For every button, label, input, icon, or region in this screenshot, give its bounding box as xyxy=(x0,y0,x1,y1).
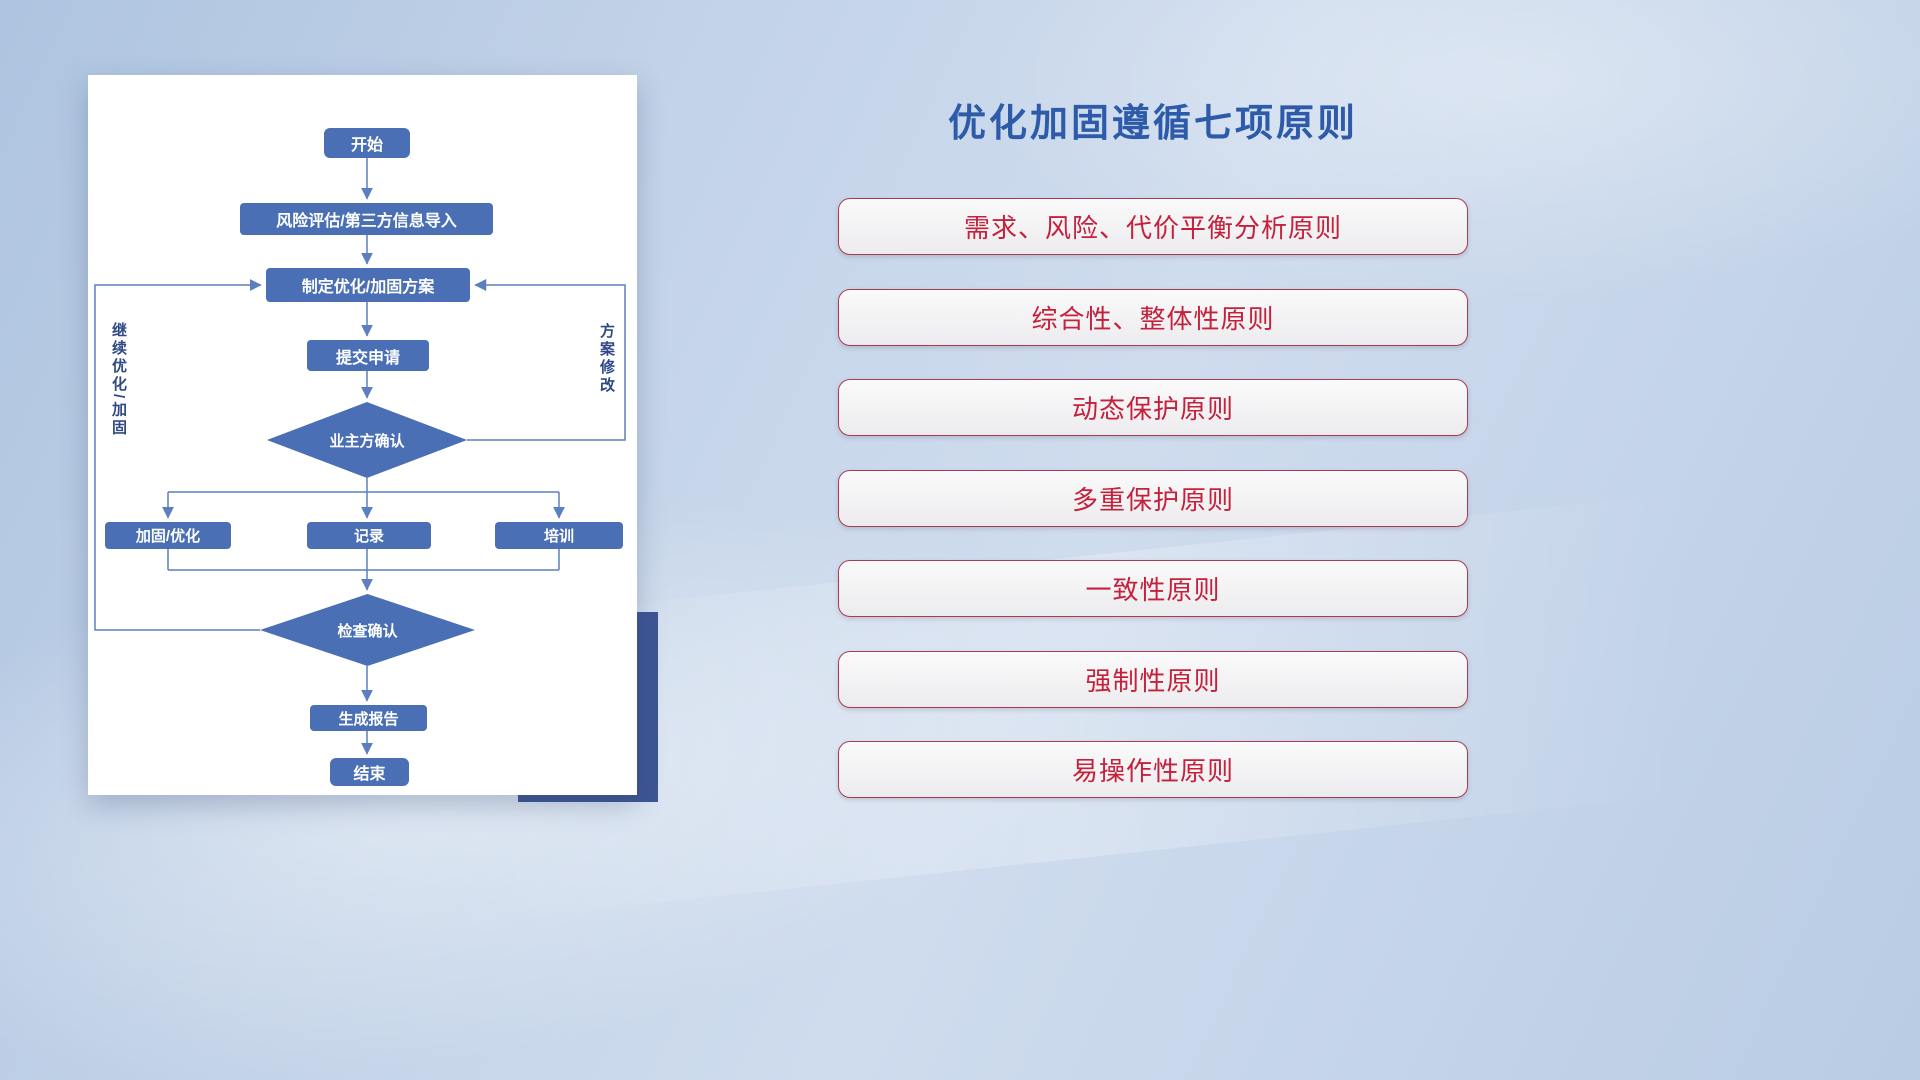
flow-node-end: 结束 xyxy=(330,758,409,786)
flow-label-plan-revision: 方案修改 xyxy=(598,323,615,395)
flow-decision-owner-confirm: 业主方确认 xyxy=(267,402,467,478)
flow-label-continue-loop: 继续优化/加固 xyxy=(110,322,127,438)
flow-node-record: 记录 xyxy=(307,522,431,549)
principle-item: 强制性原则 xyxy=(838,650,1468,708)
flowchart-card: 开始 风险评估/第三方信息导入 制定优化/加固方案 提交申请 业主方确认 加固/… xyxy=(88,75,637,795)
flow-node-plan: 制定优化/加固方案 xyxy=(266,268,470,302)
flow-node-start: 开始 xyxy=(324,128,410,158)
principle-item: 动态保护原则 xyxy=(838,379,1468,436)
flow-node-training: 培训 xyxy=(495,522,623,549)
principle-item: 需求、风险、代价平衡分析原则 xyxy=(838,198,1468,255)
panel-title: 优化加固遵循七项原则 xyxy=(947,103,1358,145)
principle-item: 多重保护原则 xyxy=(838,469,1468,527)
principle-item: 一致性原则 xyxy=(838,560,1468,617)
principle-item: 易操作性原则 xyxy=(838,741,1468,798)
principle-item: 综合性、整体性原则 xyxy=(838,288,1468,346)
principles-list: 需求、风险、代价平衡分析原则 综合性、整体性原则 动态保护原则 多重保护原则 一… xyxy=(838,198,1468,798)
flow-node-submit-request: 提交申请 xyxy=(307,340,429,371)
flow-decision-check-confirm: 检查确认 xyxy=(260,594,475,666)
flow-node-reinforce-optimize: 加固/优化 xyxy=(105,522,231,549)
flow-node-risk-assessment: 风险评估/第三方信息导入 xyxy=(240,203,493,235)
flow-node-generate-report: 生成报告 xyxy=(310,705,427,731)
